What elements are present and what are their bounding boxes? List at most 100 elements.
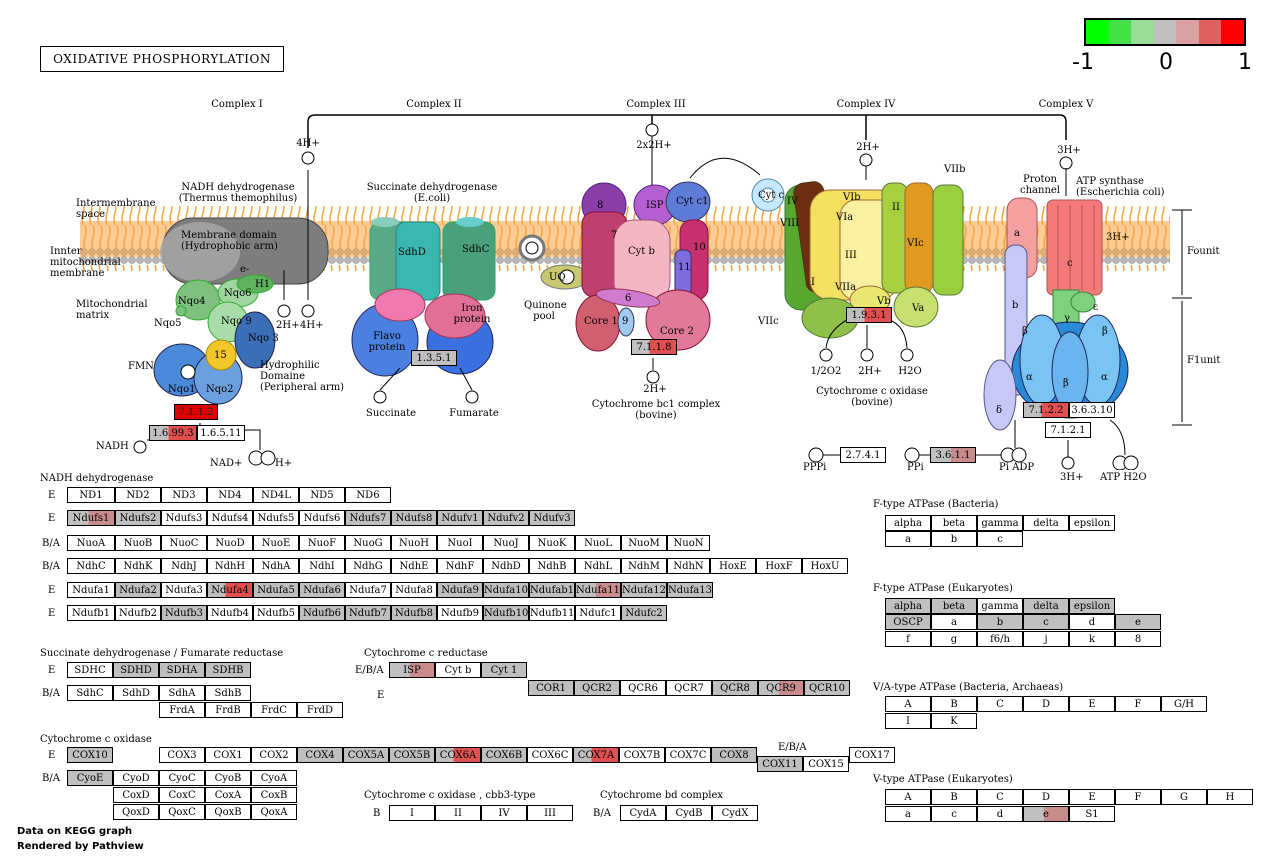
gene-box[interactable]: CyoE xyxy=(67,770,113,786)
gene-box[interactable]: NdhI xyxy=(299,558,345,574)
gene-box[interactable]: c xyxy=(931,806,977,822)
gene-box[interactable]: CoxD xyxy=(113,787,159,803)
gene-box[interactable]: D xyxy=(1023,789,1069,805)
gene-box[interactable]: epsilon xyxy=(1069,598,1115,614)
gene-box[interactable]: NuoD xyxy=(207,535,253,551)
ec-box[interactable]: 7.1.2.2 xyxy=(1023,402,1069,418)
gene-box[interactable]: Ndufs5 xyxy=(253,510,299,526)
gene-box[interactable]: OSCP xyxy=(885,614,931,630)
gene-box[interactable]: II xyxy=(435,805,481,821)
gene-box[interactable]: delta xyxy=(1023,515,1069,531)
gene-box[interactable]: Ndufa10 xyxy=(483,582,529,598)
gene-box[interactable]: C xyxy=(977,789,1023,805)
gene-box[interactable]: HoxE xyxy=(710,558,756,574)
gene-box[interactable]: COX17 xyxy=(849,747,895,763)
ec-box[interactable]: 2.7.4.1 xyxy=(840,447,886,463)
gene-box[interactable]: Ndufs6 xyxy=(299,510,345,526)
gene-box[interactable]: COX6C xyxy=(527,747,573,763)
gene-box[interactable]: QCR8 xyxy=(712,680,758,696)
gene-box[interactable]: alpha xyxy=(885,515,931,531)
gene-box[interactable]: epsilon xyxy=(1069,515,1115,531)
gene-box[interactable]: COX6B xyxy=(481,747,527,763)
gene-box[interactable]: f6/h xyxy=(977,631,1023,647)
gene-box[interactable]: g xyxy=(931,631,977,647)
gene-box[interactable]: Ndufv3 xyxy=(529,510,575,526)
gene-box[interactable]: SdhD xyxy=(113,685,159,701)
gene-box[interactable]: NuoH xyxy=(391,535,437,551)
gene-box[interactable]: ND6 xyxy=(345,487,391,503)
gene-box[interactable]: Ndufb3 xyxy=(161,605,207,621)
ec-box[interactable]: 7.1.1.8 xyxy=(631,339,677,355)
gene-box[interactable]: NdhF xyxy=(437,558,483,574)
gene-box[interactable]: Ndufv1 xyxy=(437,510,483,526)
gene-box[interactable]: NdhM xyxy=(621,558,667,574)
gene-box[interactable]: alpha xyxy=(885,598,931,614)
gene-box[interactable]: I xyxy=(389,805,435,821)
ec-box[interactable]: 1.3.5.1 xyxy=(411,350,457,366)
gene-box[interactable]: b xyxy=(931,531,977,547)
gene-box[interactable]: III xyxy=(527,805,573,821)
gene-box[interactable]: COX7B xyxy=(619,747,665,763)
gene-box[interactable]: COX6A xyxy=(435,747,481,763)
gene-box[interactable]: Ndufb9 xyxy=(437,605,483,621)
gene-box[interactable]: C xyxy=(977,696,1023,712)
gene-box[interactable]: G xyxy=(1161,789,1207,805)
gene-box[interactable]: Ndufa1 xyxy=(67,582,115,598)
gene-box[interactable]: B xyxy=(931,789,977,805)
gene-box[interactable]: Ndufs3 xyxy=(161,510,207,526)
gene-box[interactable]: NuoN xyxy=(667,535,710,551)
gene-box[interactable]: CoxC xyxy=(159,787,205,803)
gene-box[interactable]: NuoK xyxy=(529,535,575,551)
gene-box[interactable]: SdhB xyxy=(205,685,251,701)
gene-box[interactable]: SdhC xyxy=(67,685,113,701)
gene-box[interactable]: c xyxy=(1023,614,1069,630)
gene-box[interactable]: CoxA xyxy=(205,787,251,803)
gene-box[interactable]: a xyxy=(885,531,931,547)
gene-box[interactable]: CyoC xyxy=(159,770,205,786)
ec-box[interactable]: 1.6.5.11 xyxy=(197,425,245,441)
gene-box[interactable]: QoxB xyxy=(205,804,251,820)
gene-box[interactable]: Cyt b xyxy=(435,662,481,678)
gene-box[interactable]: QoxD xyxy=(113,804,159,820)
gene-box[interactable]: f xyxy=(885,631,931,647)
gene-box[interactable]: IV xyxy=(481,805,527,821)
gene-box[interactable]: COX1 xyxy=(205,747,251,763)
gene-box[interactable]: COX5B xyxy=(389,747,435,763)
gene-box[interactable]: ND2 xyxy=(115,487,161,503)
gene-box[interactable]: NuoA xyxy=(67,535,115,551)
gene-box[interactable]: Ndufv2 xyxy=(483,510,529,526)
gene-box[interactable]: d xyxy=(1069,614,1115,630)
gene-box[interactable]: NdhL xyxy=(575,558,621,574)
gene-box[interactable]: COX15 xyxy=(803,756,849,772)
gene-box[interactable]: NuoC xyxy=(161,535,207,551)
gene-box[interactable]: COX7A xyxy=(573,747,619,763)
gene-box[interactable]: NdhB xyxy=(529,558,575,574)
gene-box[interactable]: I xyxy=(885,713,931,729)
gene-box[interactable]: QoxC xyxy=(159,804,205,820)
gene-box[interactable]: COX11 xyxy=(757,756,803,772)
gene-box[interactable]: NdhH xyxy=(207,558,253,574)
gene-box[interactable]: delta xyxy=(1023,598,1069,614)
gene-box[interactable]: NdhJ xyxy=(161,558,207,574)
gene-box[interactable]: E xyxy=(1069,789,1115,805)
gene-box[interactable]: CyoA xyxy=(251,770,297,786)
gene-box[interactable]: CyoD xyxy=(113,770,159,786)
gene-box[interactable]: Ndufs7 xyxy=(345,510,391,526)
gene-box[interactable]: FrdA xyxy=(159,702,205,718)
gene-box[interactable]: Ndufb6 xyxy=(299,605,345,621)
gene-box[interactable]: CydA xyxy=(620,805,666,821)
gene-box[interactable]: Ndufb8 xyxy=(391,605,437,621)
gene-box[interactable]: COR1 xyxy=(528,680,574,696)
gene-box[interactable]: QCR9 xyxy=(758,680,804,696)
gene-box[interactable]: QCR10 xyxy=(804,680,850,696)
gene-box[interactable]: S1 xyxy=(1069,806,1115,822)
gene-box[interactable]: CydB xyxy=(666,805,712,821)
gene-box[interactable]: Ndufa12 xyxy=(621,582,667,598)
gene-box[interactable]: F xyxy=(1115,696,1161,712)
gene-box[interactable]: j xyxy=(1023,631,1069,647)
gene-box[interactable]: Ndufa6 xyxy=(299,582,345,598)
gene-box[interactable]: HoxU xyxy=(802,558,848,574)
gene-box[interactable]: A xyxy=(885,789,931,805)
gene-box[interactable]: d xyxy=(977,806,1023,822)
gene-box[interactable]: Ndufs8 xyxy=(391,510,437,526)
